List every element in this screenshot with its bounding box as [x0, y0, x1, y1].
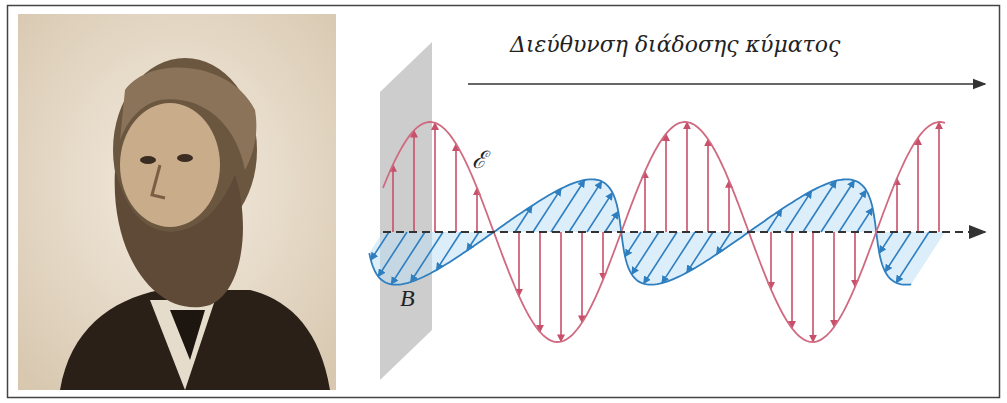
e-field-vector: [581, 232, 583, 323]
b-field-label: B: [398, 285, 417, 312]
e-field-vector: [770, 232, 772, 289]
b-field-vector: [551, 180, 585, 232]
b-field-vector: [717, 232, 731, 254]
frame: [8, 6, 1000, 398]
e-field-vector: [833, 232, 835, 327]
b-field-vector: [767, 209, 782, 232]
b-field-vector: [896, 232, 929, 283]
b-field-vector: [371, 232, 389, 260]
b-field-vector: [605, 212, 618, 233]
direction-arrow: [468, 83, 985, 85]
e-field-vector: [644, 171, 646, 232]
e-field-vector: [518, 232, 520, 296]
b-field-vector: [857, 208, 873, 232]
e-field-vector: [917, 138, 919, 232]
e-field-vector: [854, 232, 856, 287]
b-field-vector: [803, 181, 836, 232]
e-field-vector: [707, 139, 709, 232]
b-field-vector: [391, 232, 425, 284]
b-field-vector: [625, 232, 641, 257]
propagation-axis: [383, 231, 985, 233]
e-field-vector: [560, 232, 562, 342]
e-field-vector: [728, 181, 730, 232]
b-field-vector: [632, 232, 659, 274]
b-field-vector: [533, 189, 561, 232]
e-field-vector: [812, 232, 814, 342]
e-field-vector: [938, 122, 940, 232]
b-field-vector: [662, 232, 695, 283]
e-field-vector: [392, 165, 394, 232]
e-field-vector: [413, 130, 415, 232]
b-field-vector: [436, 232, 461, 270]
e-field-vector: [476, 188, 478, 232]
e-field-vector: [434, 123, 436, 232]
e-field-vector: [686, 122, 688, 232]
b-field-vector: [467, 232, 479, 251]
b-field-vector: [879, 232, 893, 253]
e-field-label: ℰ: [470, 142, 488, 175]
e-field-vector: [455, 144, 457, 232]
e-field-vector: [791, 232, 793, 328]
e-field-vector: [539, 232, 541, 332]
wave-plane: [380, 42, 432, 380]
e-field-vector: [602, 232, 604, 280]
e-field-vector: [665, 134, 667, 232]
b-field-vector: [644, 232, 677, 284]
b-field-vector: [687, 232, 713, 273]
b-field-vector: [821, 181, 854, 233]
direction-label: Διεύθυνση διάδοσης κύματος: [510, 32, 840, 57]
b-field-vector: [569, 181, 602, 232]
b-field-vector: [515, 206, 532, 232]
e-field-vector: [896, 178, 898, 232]
b-field-vector: [378, 232, 407, 277]
portrait: [18, 14, 336, 390]
b-field-vector: [839, 190, 866, 232]
